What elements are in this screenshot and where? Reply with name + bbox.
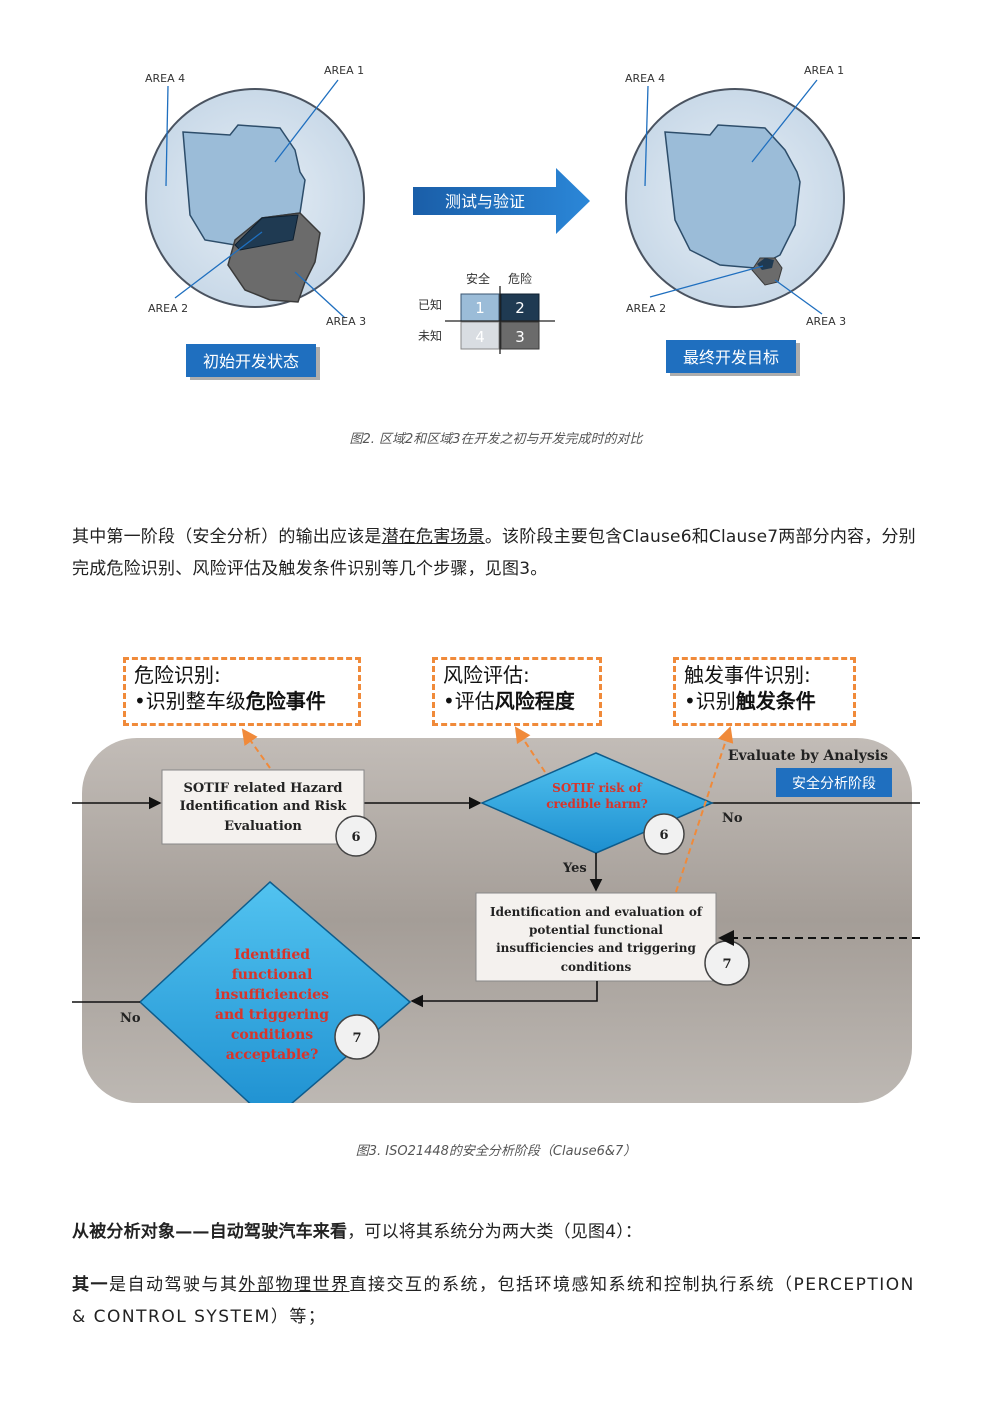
left-area1-shape xyxy=(182,124,306,246)
paragraph-perception-control: 其一是自动驾驶与其外部物理世界直接交互的系统，包括环境感知系统和控制执行系统（P… xyxy=(72,1269,922,1333)
legend-cell-3 xyxy=(500,321,540,350)
callout-hazard-identification: 危险识别: •识别整车级危险事件 xyxy=(123,657,361,726)
legend-cell-1-text: 1 xyxy=(475,299,485,317)
paragraph1-part1: 其中第一阶段（安全分析）的输出应该是 xyxy=(72,527,382,547)
callout1-bold: 危险事件 xyxy=(245,689,326,713)
callout-triggering-conditions: 触发事件识别: •识别触发条件 xyxy=(673,657,856,726)
legend-col-danger: 危险 xyxy=(508,271,532,286)
right-area2-label: AREA 2 xyxy=(626,302,666,315)
paragraph3-part2: 直接交互的系统，包括环境感知系统和控制执行系统（PERCEPTION & CON… xyxy=(72,1275,915,1327)
figure3-caption: 图3. ISO21448的安全分析阶段（Clause6&7） xyxy=(355,1144,637,1159)
right-state-badge xyxy=(666,340,796,373)
clause-6-label-1: 6 xyxy=(351,830,360,845)
paragraph1-part2: 。该阶段主要包含Clause6和Clause7两部分内容，分别完成危险识别、风险… xyxy=(72,527,916,579)
yes-label: Yes xyxy=(562,861,587,876)
diamond2-line1: Identified xyxy=(234,947,310,963)
no-label-1: No xyxy=(722,811,743,826)
callout3-title: 触发事件识别: xyxy=(684,663,811,687)
diamond2-line3: insufficiencies xyxy=(215,987,329,1003)
safety-analysis-phase-badge xyxy=(776,768,892,797)
right-area4-label: AREA 4 xyxy=(625,72,665,85)
callout1-body: •识别整车级危险事件 xyxy=(134,688,350,714)
clause-6-circle-2 xyxy=(643,813,685,855)
figure2: AREA 4 AREA 1 AREA 2 AREA 3 初始开发状态 测试与验证… xyxy=(145,64,846,380)
diamond2-line4: and triggering xyxy=(215,1007,329,1023)
right-area1-label: AREA 1 xyxy=(804,64,844,77)
legend-cell-3-text: 3 xyxy=(515,328,525,346)
callout-risk-evaluation: 风险评估: •评估风险程度 xyxy=(432,657,602,726)
test-verify-arrow xyxy=(413,168,590,234)
clause-7-circle-2 xyxy=(334,1014,380,1060)
hazard-identification-box xyxy=(161,769,365,845)
clause-6-circle-1 xyxy=(335,815,377,857)
left-area1-label: AREA 1 xyxy=(324,64,364,77)
figure3-flowchart: SOTIF related Hazard Identification and … xyxy=(0,726,992,1110)
callout2-title: 风险评估: xyxy=(443,663,530,687)
paragraph2-rest: ，可以将其系统分为两大类（见图4）： xyxy=(347,1222,643,1242)
legend-cell-1 xyxy=(460,293,500,322)
callout1-prefix: •识别整车级 xyxy=(134,689,246,713)
clause-7-label-2: 7 xyxy=(352,1031,361,1046)
legend-row-known: 已知 xyxy=(418,298,442,312)
evaluate-by-analysis: Evaluate by Analysis xyxy=(728,748,888,764)
paragraph3-underlined: 外部物理世界 xyxy=(238,1275,350,1295)
box1-line1: SOTIF related Hazard xyxy=(183,781,342,796)
callout2-bold: 风险程度 xyxy=(494,689,575,713)
legend-cell-4 xyxy=(460,321,500,350)
paragraph3-bold: 其一 xyxy=(72,1275,109,1295)
callout2-body: •评估风险程度 xyxy=(443,688,591,714)
legend-col-safe: 安全 xyxy=(466,271,490,286)
paragraph-analysis-object: 从被分析对象——自动驾驶汽车来看，可以将其系统分为两大类（见图4）： xyxy=(72,1216,922,1248)
paragraph1-underlined: 潜在危害场景 xyxy=(381,527,485,547)
diamond1-line2: credible harm? xyxy=(546,797,648,811)
diamond2-line6: acceptable? xyxy=(226,1047,319,1063)
insufficiency-evaluation-box xyxy=(475,892,717,982)
box2-line1: Identification and evaluation of xyxy=(490,905,703,919)
legend-cell-2-text: 2 xyxy=(515,299,525,317)
box2-line2: potential functional xyxy=(529,923,663,937)
callout3-body: •识别触发条件 xyxy=(684,688,845,714)
callout3-prefix: •识别 xyxy=(684,689,736,713)
paragraph3-part1: 是自动驾驶与其 xyxy=(109,1275,239,1295)
right-area3-label: AREA 3 xyxy=(806,315,846,328)
box1-line2: Identification and Risk xyxy=(180,799,348,814)
left-area4-label: AREA 4 xyxy=(145,72,185,85)
legend-cell-4-text: 4 xyxy=(475,328,485,346)
paragraph2-bold: 从被分析对象——自动驾驶汽车来看 xyxy=(72,1222,348,1242)
paragraph-safety-analysis: 其中第一阶段（安全分析）的输出应该是潜在危害场景。该阶段主要包含Clause6和… xyxy=(72,521,922,585)
no-label-2: No xyxy=(120,1011,141,1026)
safety-analysis-phase-text: 安全分析阶段 xyxy=(792,775,876,792)
box2-line3: insufficiencies and triggering xyxy=(496,941,696,955)
callout1-title: 危险识别: xyxy=(134,663,221,687)
diamond2-line2: functional xyxy=(232,967,313,983)
left-state-label: 初始开发状态 xyxy=(203,352,299,371)
test-verify-label: 测试与验证 xyxy=(445,192,525,211)
callout2-prefix: •评估 xyxy=(443,689,495,713)
left-area2-label: AREA 2 xyxy=(148,302,188,315)
diamond1-line1: SOTIF risk of xyxy=(552,781,642,795)
left-area3-label: AREA 3 xyxy=(326,315,366,328)
right-state-label: 最终开发目标 xyxy=(683,348,779,367)
clause-6-label-2: 6 xyxy=(659,828,668,843)
left-state-badge xyxy=(186,344,316,377)
clause-7-label-1: 7 xyxy=(722,957,731,972)
diamond2-line5: conditions xyxy=(231,1027,313,1043)
legend-row-unknown: 未知 xyxy=(418,329,442,343)
box1-line3: Evaluation xyxy=(224,819,302,834)
box2-line4: conditions xyxy=(561,960,632,974)
right-area1-shape xyxy=(664,124,801,269)
callout3-bold: 触发条件 xyxy=(735,689,816,713)
figure2-caption: 图2. 区域2和区域3在开发之初与开发完成时的对比 xyxy=(349,432,643,447)
